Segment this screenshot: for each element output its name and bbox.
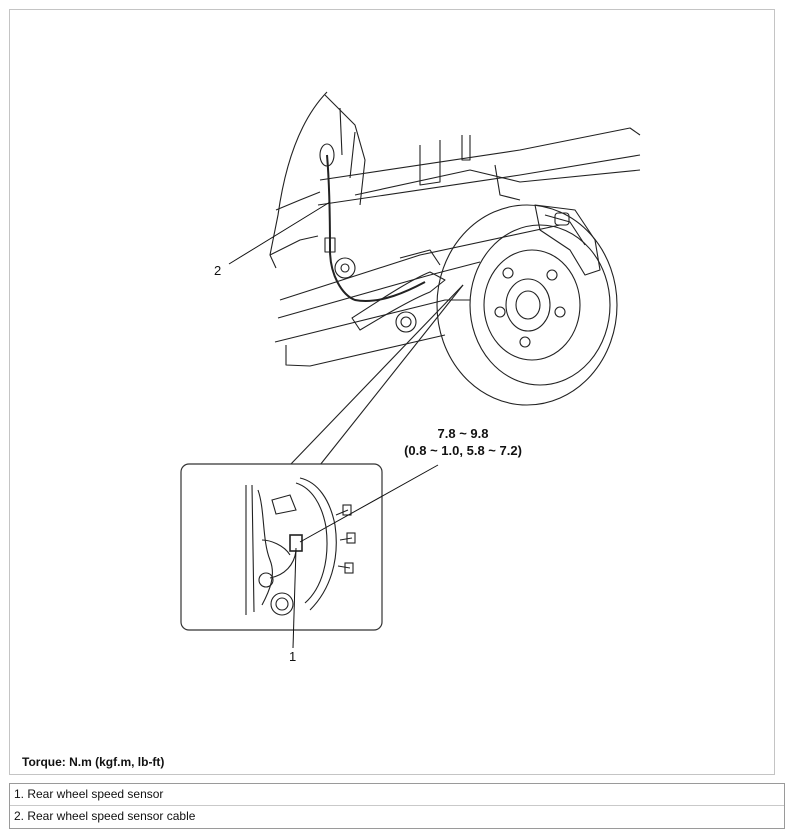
callout-sensor-number: 1	[289, 649, 297, 664]
parts-legend: 1. Rear wheel speed sensor 2. Rear wheel…	[9, 783, 785, 829]
leader-torque	[299, 464, 439, 543]
frame-rail	[274, 127, 641, 367]
torque-spec-alt-units: (0.8 ~ 1.0, 5.8 ~ 7.2)	[404, 443, 522, 458]
sensor-cable	[319, 143, 426, 302]
torque-spec-nm: 7.8 ~ 9.8	[437, 426, 489, 441]
callout-cable-number: 2	[214, 263, 222, 278]
torque-units-note: Torque: N.m (kgf.m, lb-ft)	[22, 755, 165, 769]
legend-item: 1. Rear wheel speed sensor	[14, 787, 164, 801]
leader-1	[292, 547, 297, 649]
brake-caliper	[534, 204, 601, 276]
figure-frame	[9, 9, 775, 775]
lower-arm	[334, 249, 446, 333]
leader-2	[228, 201, 331, 265]
detail-inset	[180, 463, 383, 631]
body-panel	[269, 91, 366, 269]
brake-disc	[436, 204, 618, 406]
detail-leader-lines	[289, 284, 464, 466]
legend-item: 2. Rear wheel speed sensor cable	[10, 805, 784, 827]
torque-spec: 7.8 ~ 9.8 (0.8 ~ 1.0, 5.8 ~ 7.2)	[388, 425, 538, 459]
